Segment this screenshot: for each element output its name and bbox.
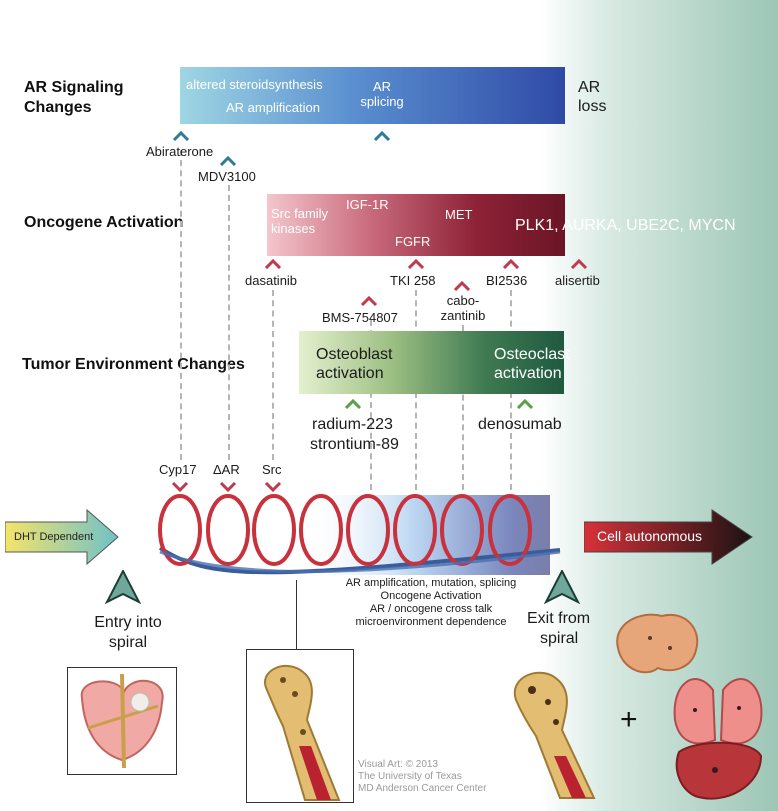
ar-loss-label: AR loss (578, 79, 607, 115)
dasatinib-label: dasatinib (245, 273, 298, 288)
ar-signaling-band (180, 67, 565, 124)
cabozantinib-label: cabo-zantinib (440, 293, 486, 323)
denosumab-label: denosumab (478, 416, 562, 433)
connector-cyp17 (180, 150, 182, 460)
credit-line: Visual Art: © 2013 (358, 759, 439, 770)
entry-line2: spiral (108, 634, 148, 651)
strontium89-label: strontium-89 (310, 436, 399, 453)
caret-up-icon (219, 156, 237, 166)
connector-cabo (462, 325, 464, 490)
femur-icon (264, 665, 341, 801)
osteoclast-label: Osteoclast activation (494, 346, 570, 382)
delta-ar-label: ΔAR (213, 462, 240, 477)
dht-dependent-label: DHT Dependent (14, 531, 94, 543)
prostate-icon (80, 673, 164, 769)
ar-amplification-label: AR amplification (226, 100, 320, 115)
tumor-environment-band (299, 331, 564, 394)
met-label: MET (445, 207, 473, 222)
ar-splicing-label: AR splicing (360, 79, 404, 109)
cell-autonomous-label: Cell autonomous (597, 528, 703, 544)
caret-up-icon (453, 281, 471, 291)
metastatic-femur-icon (513, 671, 596, 799)
caret-down-icon (219, 482, 237, 492)
caret-down-icon (264, 482, 282, 492)
entry-line1: Entry into (94, 614, 162, 631)
caret-up-icon (264, 259, 282, 269)
mdv3100-label: MDV3100 (198, 169, 256, 184)
cell-autonomous-arrow (584, 509, 753, 565)
note-line: microenvironment dependence (355, 616, 507, 628)
dht-dependent-arrow (5, 508, 119, 566)
src-label: Src (262, 462, 282, 477)
exit-line1: Exit from (527, 610, 591, 627)
fgfr-label: FGFR (395, 234, 431, 249)
caret-down-icon (171, 482, 189, 492)
caret-up-icon (172, 131, 190, 141)
caret-up-icon (516, 399, 534, 409)
femur-box (246, 649, 354, 803)
oncogene-band (267, 194, 565, 256)
connector-dar (228, 185, 230, 460)
tumor-environment-title: Tumor Environment Changes (22, 356, 245, 373)
exit-line2: spiral (540, 630, 579, 647)
bms754807-label: BMS-754807 (322, 310, 398, 325)
connector-bms (370, 320, 372, 490)
caret-up-icon (407, 259, 425, 269)
tki258-label: TKI 258 (390, 273, 436, 288)
spiral-notes: AR amplification, mutation, splicing Onc… (326, 577, 536, 629)
brain-icon (616, 613, 699, 674)
exit-arrow-icon (544, 570, 580, 604)
note-line: AR / oncogene cross talk (369, 603, 493, 615)
alisertib-label: alisertib (555, 273, 600, 288)
spiral-icon (158, 494, 561, 575)
caret-up-icon (373, 131, 391, 141)
credit-line: MD Anderson Cancer Center (358, 783, 487, 794)
oncogene-activation-title: Oncogene Activation (24, 214, 184, 231)
connector-src (272, 290, 274, 460)
plk-group-label: PLK1, AURKA, UBE2C, MYCN (515, 217, 736, 234)
bi2536-label: BI2536 (486, 273, 528, 288)
caret-up-icon (502, 259, 520, 269)
caret-up-icon (344, 399, 362, 409)
src-family-label: Src family kinases (271, 206, 329, 236)
note-line: AR amplification, mutation, splicing (345, 577, 517, 589)
osteoblast-label: Osteoblast activation (316, 346, 393, 382)
prostate-box (67, 667, 177, 775)
ar-altered-label: altered steroidsynthesis (186, 77, 323, 92)
femur-pointer-line (296, 580, 297, 650)
note-line: Oncogene Activation (380, 590, 482, 602)
ar-signaling-title: AR Signaling Changes (24, 79, 124, 116)
abiraterone-label: Abiraterone (146, 144, 214, 159)
igf1r-label: IGF-1R (346, 197, 389, 212)
credit-line: The University of Texas (358, 771, 462, 782)
lungs-liver-icon (673, 678, 763, 800)
caret-up-icon (570, 259, 588, 269)
entry-arrow-icon (105, 570, 141, 604)
caret-up-icon (360, 296, 378, 306)
cyp17-label: Cyp17 (159, 462, 197, 477)
radium223-label: radium-223 (312, 416, 393, 433)
plus-sign: + (620, 703, 638, 736)
